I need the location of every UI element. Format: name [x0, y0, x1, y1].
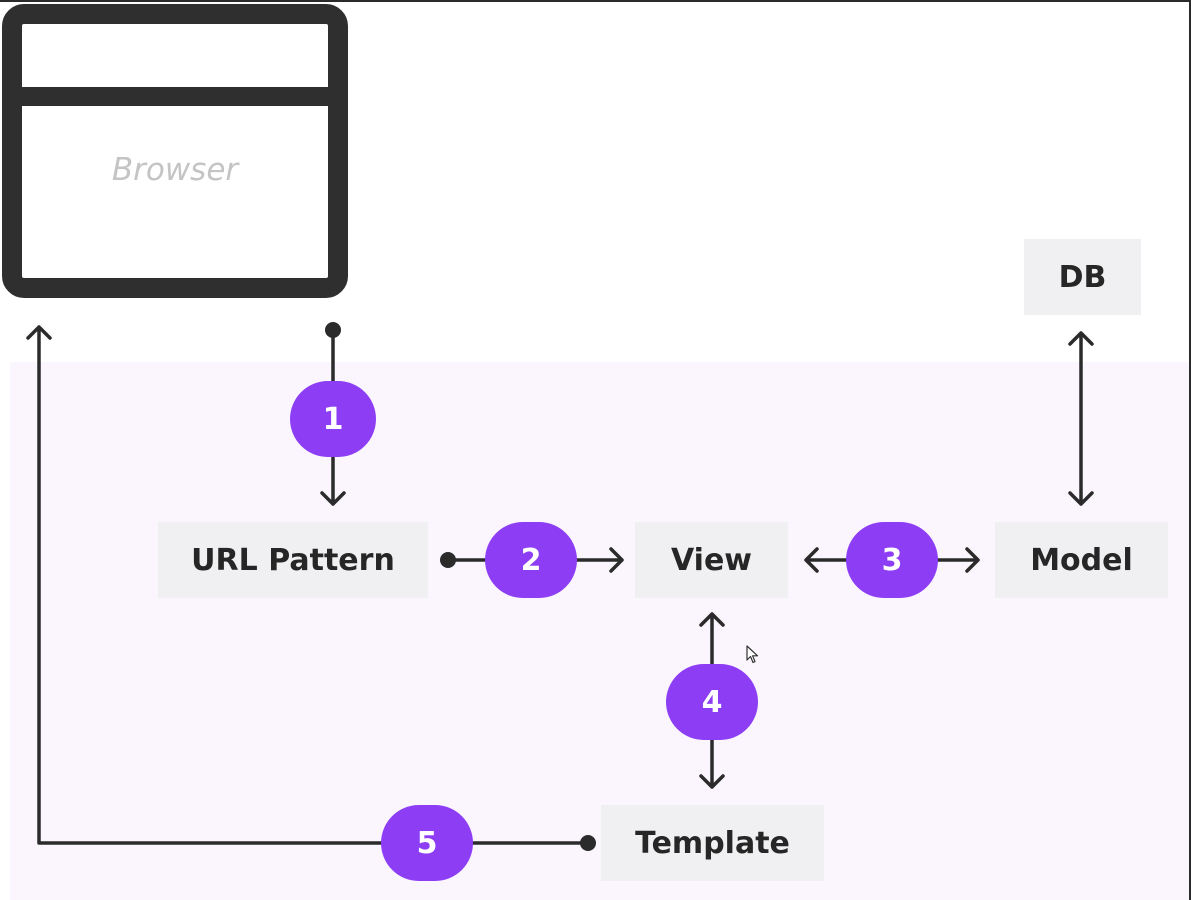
step-badge-2: 2: [485, 522, 577, 598]
arrow-db-model: [1068, 331, 1094, 506]
window-top-edge: [0, 0, 1191, 2]
node-view: View: [635, 522, 788, 598]
node-url-pattern: URL Pattern: [158, 522, 428, 598]
server-region: [10, 362, 1189, 900]
browser-title-bar: [22, 87, 328, 106]
node-db: DB: [1024, 239, 1141, 315]
connector-dot-url: [440, 552, 456, 568]
connector-dot-browser: [325, 322, 341, 338]
step-badge-4: 4: [666, 664, 758, 740]
step-badge-5: 5: [381, 805, 473, 881]
node-template: Template: [601, 805, 824, 881]
connector-dot-template: [580, 835, 596, 851]
step-badge-3: 3: [846, 522, 938, 598]
browser-window-icon: Browser: [2, 4, 348, 298]
window-right-edge: [1189, 0, 1191, 900]
browser-label: Browser: [111, 152, 239, 188]
mouse-cursor-icon: [746, 645, 759, 664]
step-badge-1: 1: [290, 381, 376, 457]
node-model: Model: [995, 522, 1168, 598]
